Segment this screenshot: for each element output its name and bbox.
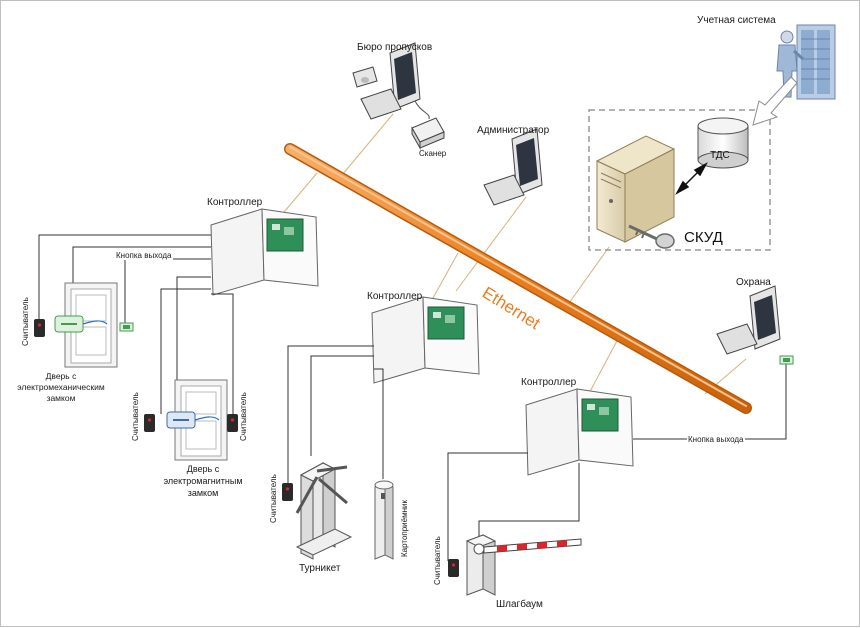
reader-3-icon (227, 414, 238, 432)
label-scanner: Сканер (419, 149, 447, 158)
accounting-system-icon (776, 24, 836, 100)
label-door-electromechanical: Дверь с электромеханическим замком (9, 371, 113, 404)
label-barrier: Шлагбаум (496, 599, 543, 610)
label-reader-1: Считыватель (21, 297, 30, 346)
reader-5-icon (448, 559, 459, 577)
label-door-mag-line3: замком (187, 488, 219, 498)
reader-1-icon (34, 319, 45, 337)
label-skud: СКУД (684, 229, 723, 246)
tds-database-icon (697, 117, 749, 169)
label-reader-3: Считыватель (239, 392, 248, 441)
label-door-electromagnetic: Дверь с электромагнитным замком (151, 463, 255, 499)
label-door-mech-line3: замком (46, 393, 76, 403)
controller-1-icon (210, 208, 319, 296)
label-door-mag-line1: Дверь с (186, 464, 220, 474)
label-controller-3: Контроллер (521, 377, 577, 388)
label-door-mech-line2: электромеханическим (17, 382, 105, 392)
exit-button-1-icon (119, 322, 134, 332)
reader-2-icon (144, 414, 155, 432)
skud-server-icon (595, 135, 676, 243)
exit-button-2-icon (779, 355, 794, 365)
barrier-icon (465, 534, 582, 596)
door-electromechanical-icon (54, 282, 118, 368)
controller-3-icon (525, 388, 634, 476)
label-accounting-system: Учетная система (697, 15, 776, 26)
controller-2-icon (371, 296, 480, 384)
ethernet-bus (284, 143, 752, 414)
label-turnstile: Турникет (299, 563, 341, 574)
pass-office-computer-icon (352, 42, 421, 120)
network-links (262, 113, 747, 400)
label-pass-office: Бюро пропусков (357, 42, 433, 53)
scanner-icon (411, 100, 445, 150)
label-door-mag-line2: электромагнитным (163, 476, 243, 486)
key-icon (628, 224, 675, 249)
label-reader-4: Считыватель (269, 474, 278, 523)
label-door-mech-line1: Дверь с (45, 371, 77, 381)
label-tds: ТДС (710, 150, 730, 161)
label-guard: Охрана (736, 277, 771, 288)
reader-4-icon (282, 483, 293, 501)
controller-2-wiring (287, 345, 384, 483)
guard-computer-icon (716, 285, 781, 355)
door-electromagnetic-icon (166, 379, 228, 461)
label-exit-button-2: Кнопка выхода (687, 435, 745, 444)
label-exit-button-1: Кнопка выхода (115, 251, 173, 260)
skud-boundary (588, 109, 771, 251)
turnstile-icon (295, 462, 353, 560)
card-receiver-icon (374, 480, 394, 560)
server-tds-arrow (675, 162, 708, 195)
label-controller-2: Контроллер (367, 291, 423, 302)
label-card-receiver: Картоприёмник (400, 500, 409, 557)
label-reader-2: Считыватель (131, 392, 140, 441)
controller-3-wiring (447, 364, 787, 561)
label-reader-5: Считыватель (433, 536, 442, 585)
label-administrator: Администратор (477, 125, 550, 136)
administrator-computer-icon (483, 128, 543, 206)
label-controller-1: Контроллер (207, 197, 263, 208)
accounting-link-arrow (752, 76, 798, 126)
